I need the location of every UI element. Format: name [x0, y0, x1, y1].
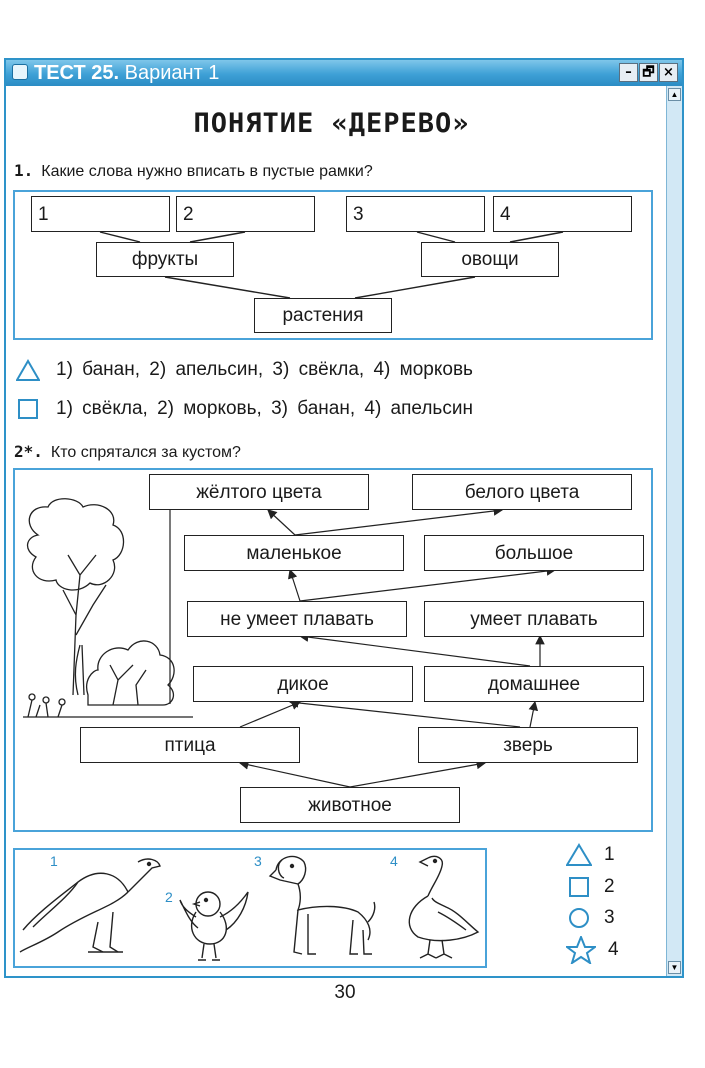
square-icon [566, 875, 592, 899]
node-beast: зверь [418, 727, 638, 763]
node-small: маленькое [184, 535, 404, 571]
legend-triangle[interactable]: 1 [566, 843, 615, 867]
node-animal: животное [240, 787, 460, 823]
legend-star-label: 4 [608, 939, 619, 961]
picture-number-2: 2 [165, 889, 173, 905]
node-wild: дикое [193, 666, 413, 702]
legend-star[interactable]: 4 [566, 936, 619, 964]
circle-icon [566, 906, 592, 930]
node-domestic: домашнее [424, 666, 644, 702]
legend-circle[interactable]: 3 [566, 906, 615, 930]
legend-square-label: 2 [604, 876, 615, 898]
legend-circle-label: 3 [604, 907, 615, 929]
goose-icon [398, 852, 483, 964]
star-icon [566, 936, 596, 964]
eagle-icon [18, 852, 163, 962]
node-bird: птица [80, 727, 300, 763]
node-cant-swim: не умеет плавать [187, 601, 407, 637]
chick-icon [176, 882, 256, 964]
dog-icon [268, 850, 378, 962]
node-white: белого цвета [412, 474, 632, 510]
picture-number-3: 3 [254, 853, 262, 869]
triangle-icon [566, 843, 592, 867]
page-number: 30 [0, 982, 690, 1004]
node-yellow: жёлтого цвета [149, 474, 369, 510]
node-can-swim: умеет плавать [424, 601, 644, 637]
picture-number-4: 4 [390, 853, 398, 869]
legend-square[interactable]: 2 [566, 875, 615, 899]
node-big: большое [424, 535, 644, 571]
legend-triangle-label: 1 [604, 844, 615, 866]
